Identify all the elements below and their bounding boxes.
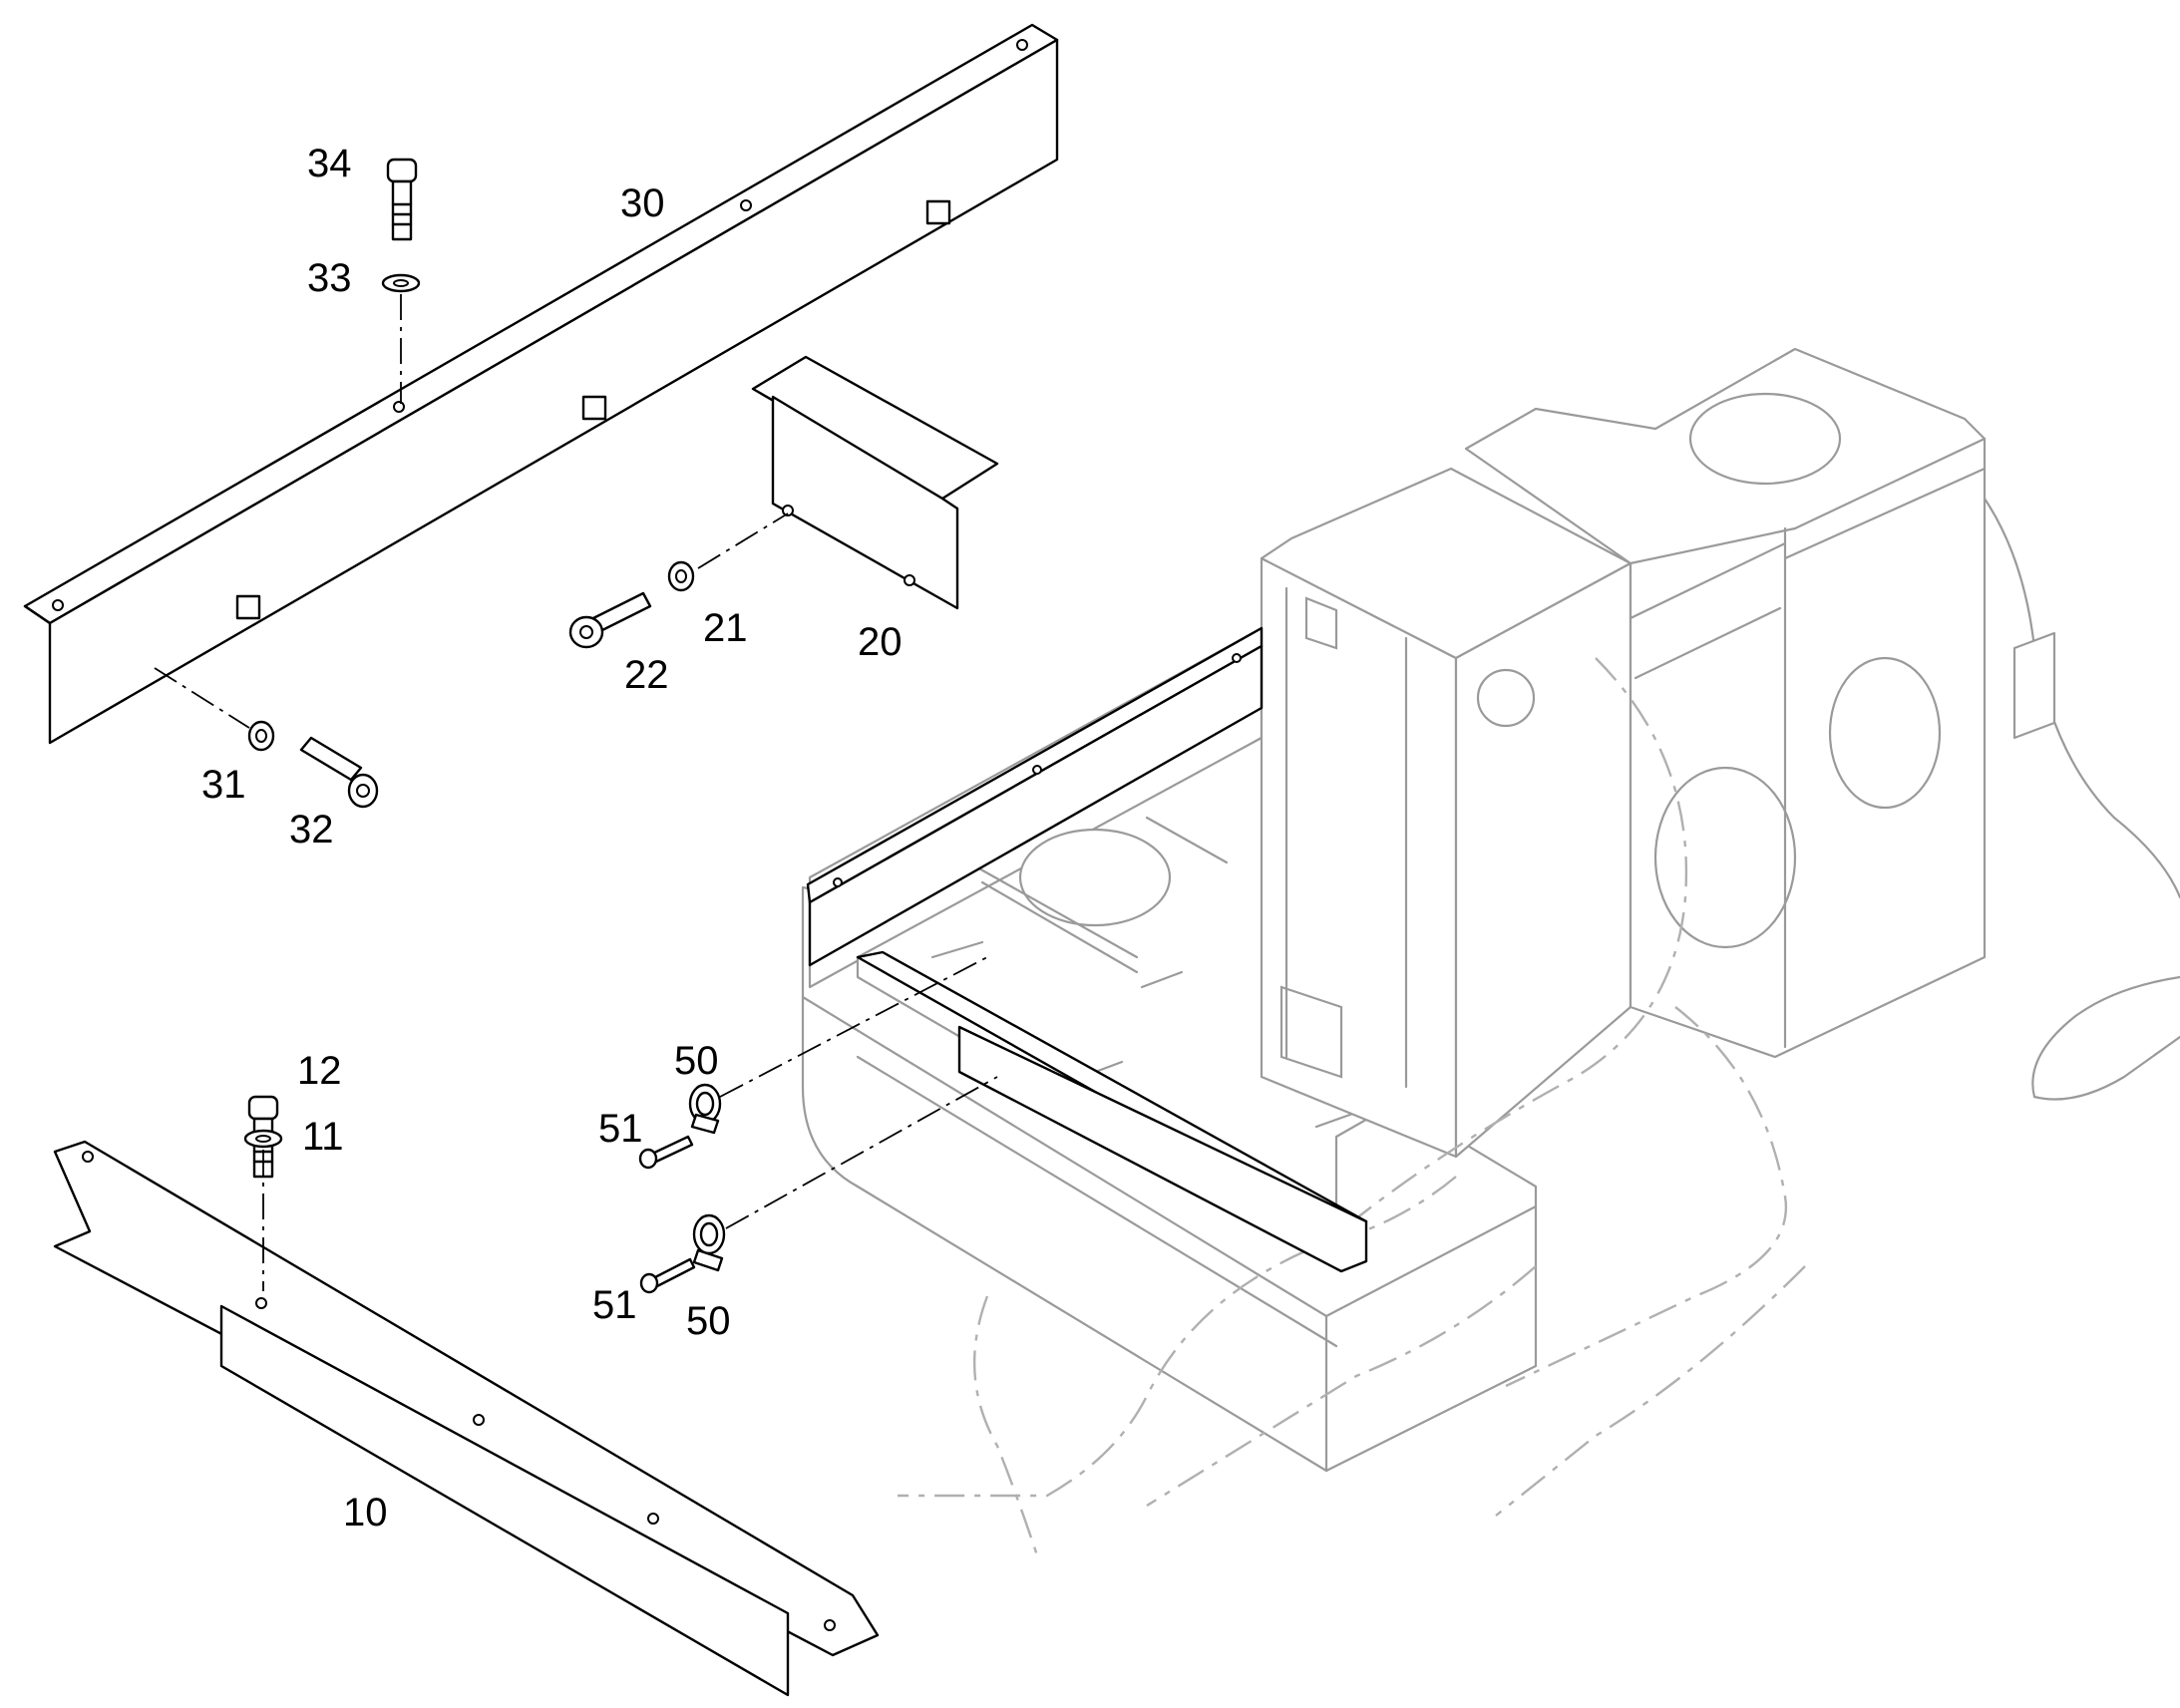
callout-33: 33 — [307, 256, 352, 300]
clamp-50-lower-ring-inner — [699, 1221, 719, 1247]
callout-32: 32 — [289, 808, 334, 852]
screw-51-upper-head — [638, 1148, 658, 1170]
angle-10-hole-1 — [82, 1151, 94, 1163]
screw-34-head — [386, 158, 418, 183]
screw-51-lower-shank — [651, 1257, 696, 1288]
callout-34: 34 — [307, 142, 352, 185]
top-round-cover — [1688, 392, 1842, 486]
angle-30-nut-1 — [235, 594, 261, 620]
column-side — [1454, 561, 1633, 1159]
screw-34-shank — [391, 179, 413, 241]
part-20-bracket — [751, 355, 999, 610]
callout-31: 31 — [201, 763, 246, 807]
screw-51-lower — [639, 1257, 696, 1294]
front-angle-hole-2 — [1032, 765, 1042, 775]
screw-34-thread — [391, 202, 413, 226]
front-hose-2 — [1505, 1006, 1788, 1388]
clamp-50-upper-ring-inner — [695, 1091, 715, 1117]
screw-22 — [568, 591, 652, 649]
angle-30-nut-2 — [581, 395, 607, 421]
angle-30-hole-4 — [1016, 39, 1028, 51]
front-angle-bracket — [806, 626, 1368, 1273]
washer-11-hole — [255, 1135, 271, 1143]
angle-10-hole-3 — [473, 1414, 485, 1426]
callout-21: 21 — [703, 606, 748, 650]
deck-rails — [930, 816, 1388, 1129]
callout-51-lower: 51 — [592, 1283, 637, 1327]
right-cable-2 — [2031, 975, 2180, 1101]
right-box — [2012, 631, 2056, 740]
angle-10-hole-4 — [647, 1513, 659, 1525]
front-hose-3 — [898, 1176, 1457, 1498]
angle-10-web — [219, 1304, 790, 1697]
clamp-50-upper-tab — [690, 1113, 720, 1135]
washer-31-hole — [255, 729, 267, 743]
screw-51-lower-head — [639, 1272, 659, 1294]
tall-column — [1260, 556, 1458, 1159]
angle-30-web — [48, 38, 1059, 745]
angle-30-hole-2 — [393, 401, 405, 413]
front-hose-5 — [1495, 1265, 1806, 1517]
callout-51-upper: 51 — [598, 1107, 643, 1151]
angle-30-hole-1 — [52, 599, 64, 611]
lower-angle-web — [957, 1025, 1368, 1273]
clamp-50-lower — [692, 1213, 726, 1272]
axis-50-lower — [725, 1076, 998, 1229]
washer-33-hole — [393, 279, 409, 287]
callout-labels: 34 30 33 21 20 22 31 32 12 50 11 51 51 5… — [201, 142, 903, 1535]
screw-34 — [386, 158, 418, 241]
bracket-20-plate — [771, 395, 959, 610]
bracket-20-hole-2 — [904, 574, 915, 586]
right-cable-1 — [1983, 497, 2180, 899]
part-30-top-angle — [23, 23, 1059, 745]
side-round-cover-2 — [1828, 656, 1942, 810]
front-hose-4 — [1146, 1265, 1537, 1508]
screw-22-socket — [579, 625, 593, 639]
callout-50-upper: 50 — [674, 1039, 719, 1083]
front-hose-1 — [1345, 657, 1688, 1227]
angle-30-nut-3 — [925, 199, 951, 225]
screw-12-head — [247, 1095, 279, 1121]
front-angle-hole-1 — [833, 877, 843, 887]
rear-housing-dividers — [1629, 467, 1987, 1049]
part-10-bottom-angle — [53, 1140, 880, 1697]
callout-10: 10 — [343, 1491, 388, 1535]
callout-12: 12 — [297, 1049, 342, 1093]
callout-11: 11 — [302, 1115, 344, 1159]
column-gauge — [1476, 668, 1536, 728]
axis-50-upper — [719, 956, 988, 1098]
screw-32 — [299, 736, 379, 809]
angle-10-hole-5 — [824, 1619, 836, 1631]
angle-30-hole-3 — [740, 199, 752, 211]
machine-frame-context — [801, 347, 2180, 1556]
front-hose-6 — [973, 1295, 1039, 1556]
callout-30: 30 — [620, 181, 665, 225]
callout-20: 20 — [858, 620, 903, 664]
column-details — [1279, 586, 1408, 1089]
callout-50-lower: 50 — [686, 1299, 731, 1343]
washer-21-hole — [675, 569, 687, 583]
clamp-50-lower-tab — [692, 1248, 724, 1272]
front-angle-web — [808, 644, 1264, 967]
axis-21-22 — [697, 512, 789, 569]
side-round-cover-1 — [1653, 766, 1797, 949]
screw-32-socket — [356, 784, 370, 798]
angle-10-hole-2 — [255, 1297, 267, 1309]
column-top — [1260, 467, 1633, 660]
front-angle-hole-3 — [1232, 653, 1242, 663]
angle-30-fold — [23, 604, 52, 625]
axis-31-32 — [154, 667, 250, 729]
screw-32-shank — [299, 736, 363, 782]
screw-51-upper-shank — [650, 1135, 694, 1164]
deck-round-cover — [1018, 828, 1172, 927]
bracket-20-hole-1 — [782, 505, 794, 516]
clamp-50-upper — [688, 1083, 722, 1135]
callout-22: 22 — [624, 653, 669, 697]
angle-10-flange — [53, 1140, 880, 1657]
screw-51-upper — [638, 1135, 694, 1170]
